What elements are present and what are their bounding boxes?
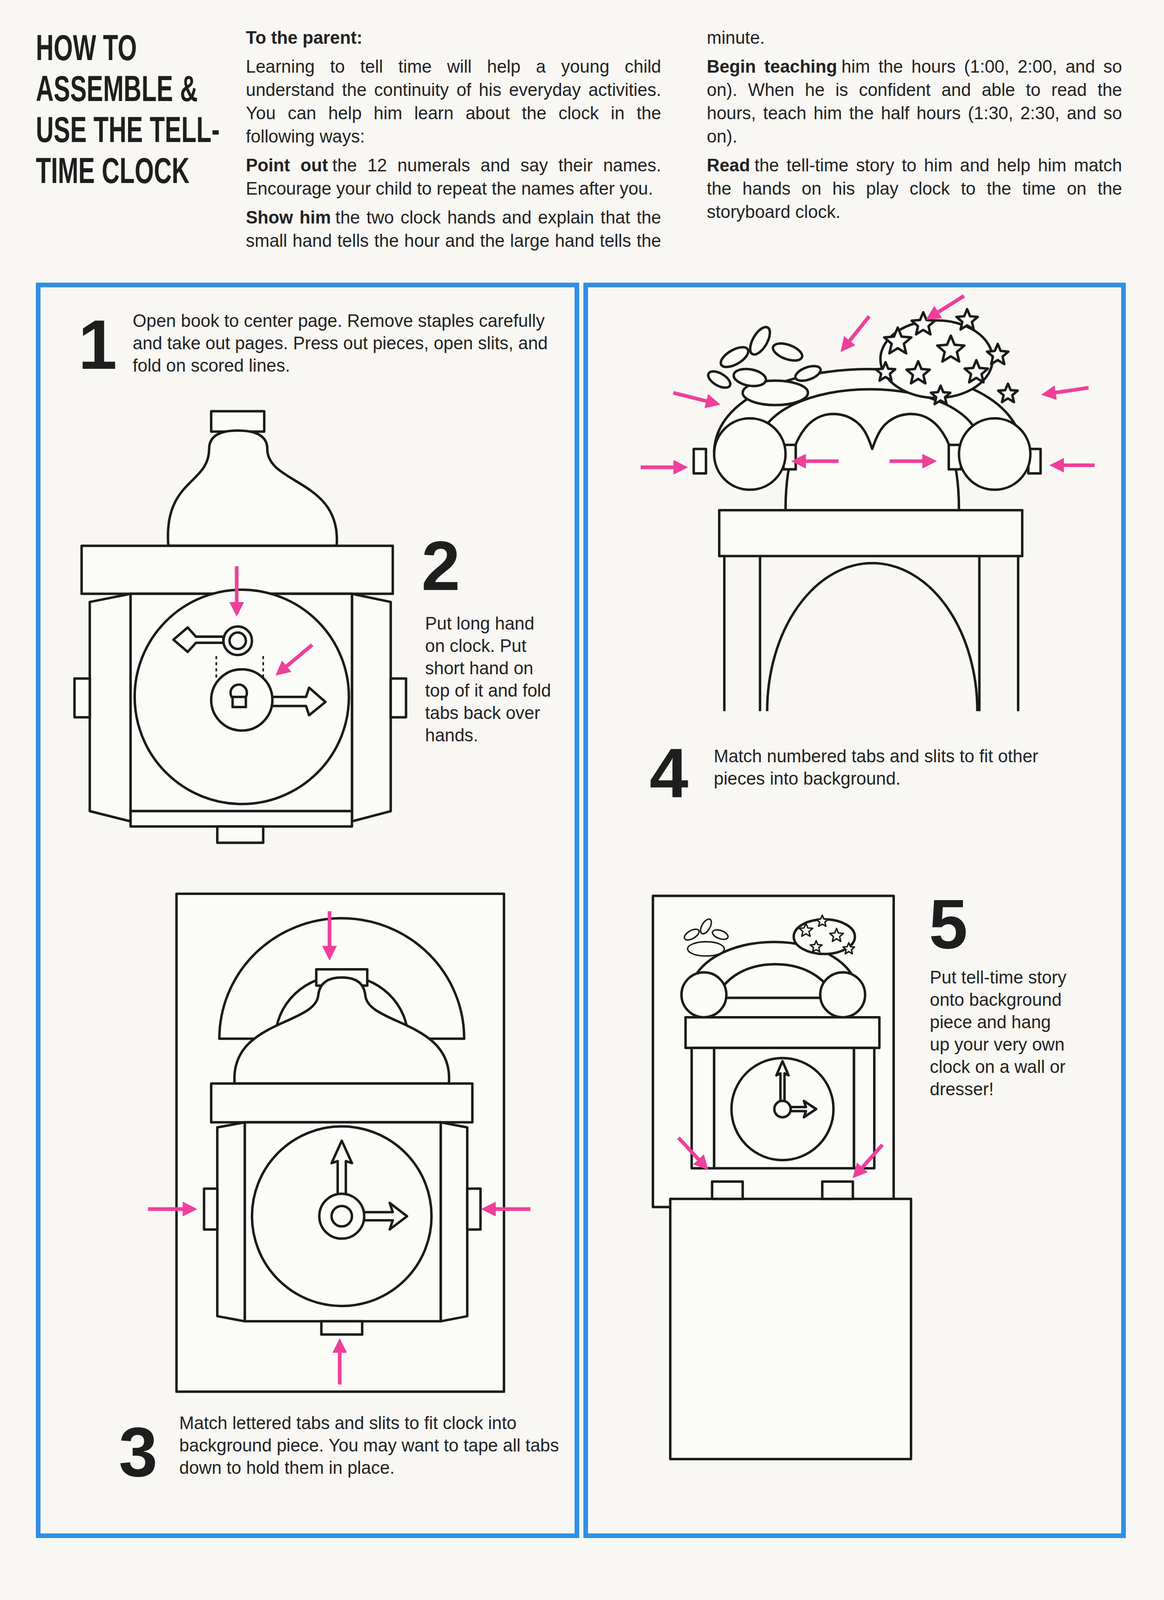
step-number: 2 [421,530,473,601]
pink-arrow [640,465,682,470]
note-paragraph: Readthe tell-time story to him and help … [706,153,1123,224]
pink-arrow [1055,463,1095,467]
leaf-decoration [732,366,768,389]
pink-arrow [857,1144,883,1173]
star-decoration [884,327,912,353]
pink-arrow [148,1207,191,1212]
leaf-decoration [682,927,701,943]
note-paragraph: To the parent: [245,26,662,50]
leaf-decoration [710,927,730,941]
star-decoration [798,923,813,937]
pink-arrow [327,911,332,955]
clock-top-decoration [693,309,1041,711]
page-title: HOW TO ASSEMBLE & USE THE TELL-TIME CLOC… [35,27,226,191]
star-decoration [875,362,896,381]
pink-arrow [338,1344,342,1385]
step-instruction: Match lettered tabs and slits to fit clo… [179,1411,566,1479]
pink-arrow [678,1137,704,1165]
star-decoration [842,942,855,955]
step-instruction: Match numbered tabs and slits to fit oth… [713,744,1068,790]
note-paragraph: Point outthe 12 numerals and say their n… [245,153,662,201]
note-lead: Point out [245,155,328,176]
pink-arrow [280,644,313,672]
pink-arrow [487,1207,531,1212]
pink-arrow [1047,387,1089,394]
leaf-decoration [698,917,714,936]
parent-notes: To the parent: Learning to tell time will… [245,26,1123,259]
leaf-decoration [717,343,752,371]
note-text: Learning to tell time will help a young … [245,56,662,147]
pink-arrow [844,316,870,347]
leaf-decoration [705,368,733,392]
note-lead: To the parent: [245,26,657,50]
clock-front-piece [74,411,407,843]
pink-arrow [889,459,931,463]
step-number: 1 [78,309,130,380]
leaf-decoration [746,324,774,358]
leaf-decoration [793,363,823,384]
star-decoration [816,914,829,927]
star-decoration [964,359,989,383]
instruction-panel: 4 Match numbered tabs and slits to fit ot… [583,282,1126,1538]
step-instruction: Open book to center page. Remove staples… [132,309,552,377]
pink-arrows [148,295,1095,1385]
star-decoration [810,940,822,952]
step-number: 4 [649,737,701,808]
finished-clock [652,895,911,1459]
step-number: 5 [928,889,981,960]
note-paragraph: Learning to tell time will help a young … [245,54,662,149]
step-number: 3 [118,1416,170,1487]
pink-arrow [673,392,715,404]
note-lead: Read [706,155,751,176]
clock-background-piece [176,893,504,1392]
pink-arrow [931,295,964,317]
step-instruction: Put tell-time story onto background piec… [929,966,1070,1101]
pink-arrow [234,566,239,610]
note-lead: Show him [245,207,332,228]
star-decoration [998,383,1018,403]
note-text: the tell-time story to him and help him … [706,155,1123,222]
note-lead: Begin teaching [706,56,838,77]
star-decoration [937,335,965,362]
star-decoration [906,361,930,384]
star-decoration [930,385,951,405]
pink-arrow [797,459,839,463]
leaf-decoration [687,941,725,956]
instruction-panel: 1Open book to center page. Remove staple… [35,282,580,1538]
step-instruction: Put long hand on clock. Put short hand o… [425,612,558,747]
star-decoration [987,343,1009,365]
leaf-decoration [770,339,805,364]
star-decoration [956,309,978,330]
note-paragraph: Begin teachinghim the hours (1:00, 2:00,… [706,54,1123,149]
star-decoration [829,928,844,942]
